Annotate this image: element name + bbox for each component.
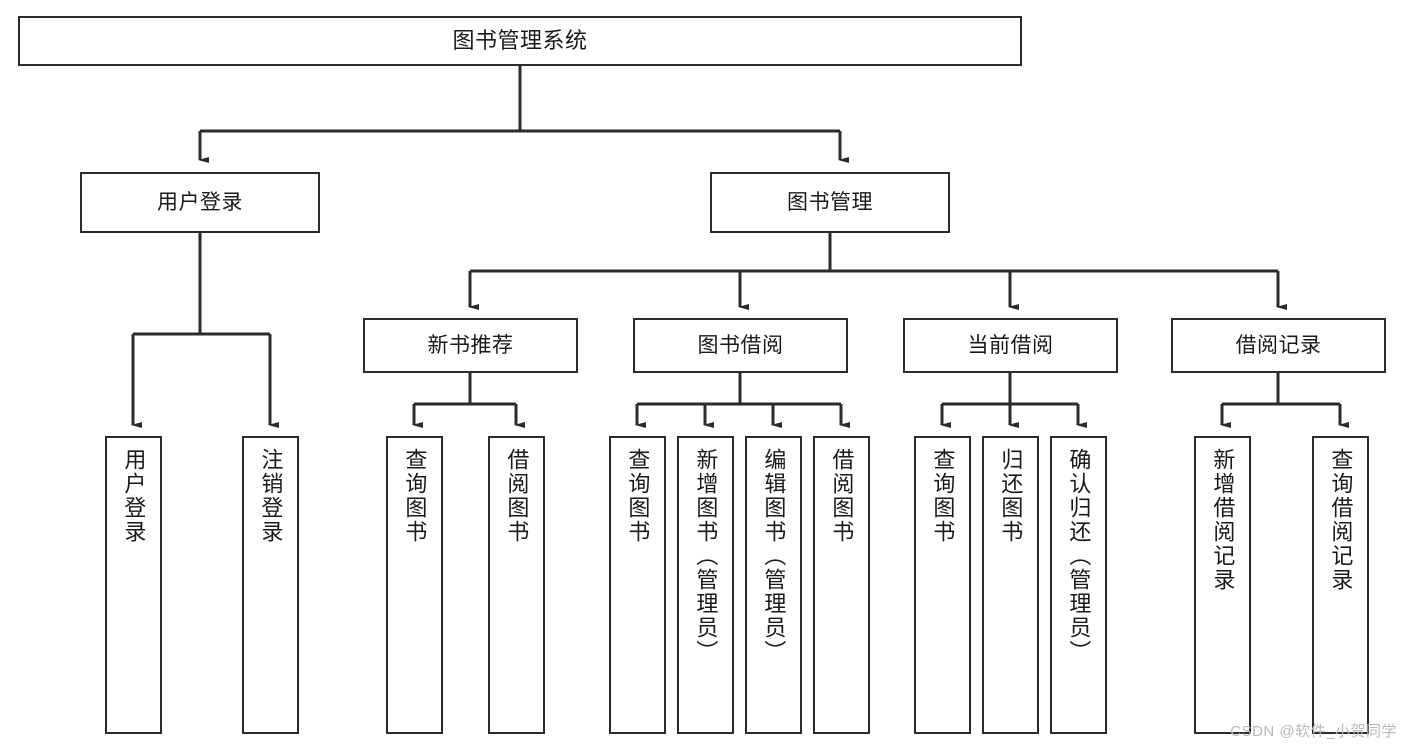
node-label: 查询图书 bbox=[930, 448, 956, 544]
node-book-borrow[interactable]: 图书借阅 bbox=[633, 318, 848, 373]
leaf-query-book-current[interactable]: 查询图书 bbox=[914, 436, 971, 734]
node-book-management[interactable]: 图书管理 bbox=[710, 172, 950, 233]
leaf-user-login[interactable]: 用户登录 bbox=[105, 436, 162, 734]
leaf-return-book[interactable]: 归还图书 bbox=[982, 436, 1039, 734]
node-label: 借阅图书 bbox=[829, 448, 855, 544]
leaf-confirm-return-admin[interactable]: 确认归还（管理员） bbox=[1050, 436, 1107, 734]
node-borrow-record[interactable]: 借阅记录 bbox=[1171, 318, 1386, 373]
node-label: 确认归还（管理员） bbox=[1066, 448, 1092, 664]
leaf-logout[interactable]: 注销登录 bbox=[242, 436, 299, 734]
node-label: 新增借阅记录 bbox=[1210, 448, 1236, 592]
node-label: 借阅记录 bbox=[1235, 334, 1322, 357]
node-root-system[interactable]: 图书管理系统 bbox=[18, 16, 1022, 66]
node-label: 用户登录 bbox=[157, 191, 243, 214]
node-current-borrow[interactable]: 当前借阅 bbox=[903, 318, 1118, 373]
node-label: 查询图书 bbox=[402, 448, 428, 544]
leaf-query-book-borrow[interactable]: 查询图书 bbox=[609, 436, 666, 734]
node-label: 用户登录 bbox=[121, 448, 147, 544]
leaf-edit-book-admin[interactable]: 编辑图书（管理员） bbox=[745, 436, 802, 734]
leaf-add-borrow-record[interactable]: 新增借阅记录 bbox=[1194, 436, 1251, 734]
node-label: 查询图书 bbox=[625, 448, 651, 544]
node-label: 归还图书 bbox=[998, 448, 1024, 544]
node-label: 新书推荐 bbox=[427, 334, 514, 357]
node-label: 编辑图书（管理员） bbox=[761, 448, 787, 664]
node-label: 查询借阅记录 bbox=[1328, 448, 1354, 592]
node-label: 注销登录 bbox=[258, 448, 284, 544]
node-new-book-recommend[interactable]: 新书推荐 bbox=[363, 318, 578, 373]
leaf-query-borrow-record[interactable]: 查询借阅记录 bbox=[1312, 436, 1369, 734]
node-user-login[interactable]: 用户登录 bbox=[80, 172, 320, 233]
leaf-add-book-admin[interactable]: 新增图书（管理员） bbox=[677, 436, 734, 734]
node-label: 图书管理 bbox=[787, 191, 873, 214]
leaf-borrow-book-recommend[interactable]: 借阅图书 bbox=[488, 436, 545, 734]
node-label: 借阅图书 bbox=[504, 448, 530, 544]
node-label: 图书管理系统 bbox=[452, 28, 588, 53]
node-label: 新增图书（管理员） bbox=[693, 448, 719, 664]
node-label: 图书借阅 bbox=[697, 334, 784, 357]
leaf-borrow-book[interactable]: 借阅图书 bbox=[813, 436, 870, 734]
watermark-text: CSDN @软件_小贺同学 bbox=[1230, 723, 1397, 740]
leaf-query-book-recommend[interactable]: 查询图书 bbox=[386, 436, 443, 734]
node-label: 当前借阅 bbox=[967, 334, 1054, 357]
